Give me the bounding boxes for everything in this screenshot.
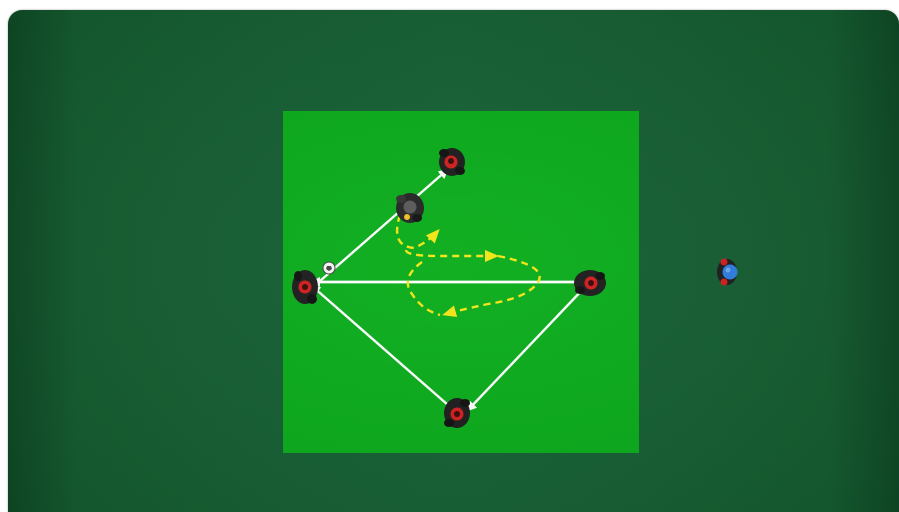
ball — [323, 262, 335, 274]
field-background — [8, 10, 899, 512]
player-upper-mid — [396, 193, 424, 223]
player-right — [574, 270, 606, 296]
player-outside — [717, 259, 738, 286]
player-bottom — [444, 398, 470, 428]
player-top — [439, 148, 465, 176]
player-left — [292, 270, 318, 304]
drill-diagram — [8, 10, 899, 512]
